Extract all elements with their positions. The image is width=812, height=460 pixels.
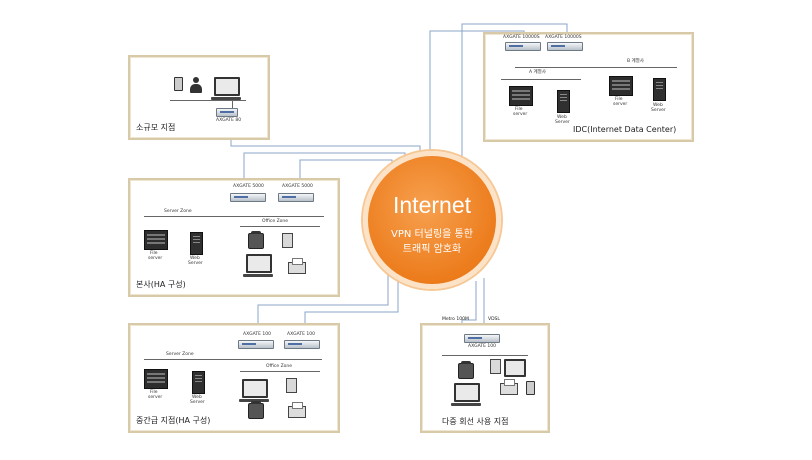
server-label: Server bbox=[188, 261, 203, 266]
server-label: Web bbox=[190, 256, 200, 261]
appliance-label: AXGATE 10000S bbox=[545, 35, 582, 40]
web-server-icon bbox=[557, 90, 570, 113]
web-server-icon bbox=[653, 78, 666, 101]
server-label: File bbox=[150, 390, 158, 395]
server-label: File bbox=[515, 107, 523, 112]
web-server-icon bbox=[192, 371, 205, 394]
link-mid-1 bbox=[257, 258, 389, 337]
site-label: IDC(Internet Data Center) bbox=[573, 125, 677, 134]
axgate-appliance-icon bbox=[284, 340, 320, 349]
site-mid-branch: AXGATE 100 AXGATE 100 Server Zone Office… bbox=[128, 323, 340, 433]
file-server-icon bbox=[144, 369, 168, 389]
lan-line bbox=[442, 355, 528, 356]
zone-label: Server Zone bbox=[166, 352, 194, 357]
phone-icon bbox=[458, 361, 474, 379]
server-label: server bbox=[513, 112, 528, 117]
desktop-icon bbox=[282, 233, 293, 248]
server-label: server bbox=[148, 256, 163, 261]
zone-line bbox=[515, 67, 677, 68]
monitor-icon bbox=[504, 359, 526, 377]
user-icon bbox=[190, 77, 202, 93]
site-label: 본사(HA 구성) bbox=[136, 280, 186, 289]
printer-icon bbox=[500, 379, 518, 395]
zone-label: Server Zone bbox=[164, 209, 192, 214]
phone-icon bbox=[248, 401, 264, 419]
desktop-icon bbox=[490, 359, 501, 374]
appliance-label: AXGATE 100 bbox=[468, 344, 496, 349]
appliance-label: AXGATE 80 bbox=[216, 118, 242, 123]
file-server-icon bbox=[609, 76, 633, 96]
web-server-icon bbox=[190, 232, 203, 255]
zone-line bbox=[501, 79, 581, 80]
zone-label: Office Zone bbox=[266, 364, 293, 369]
office-zone-line bbox=[240, 226, 320, 227]
server-label: Server bbox=[555, 120, 570, 125]
server-label: Web bbox=[557, 115, 567, 120]
internet-hub: Internet VPN 터널링을 통한 트래픽 암호화 bbox=[363, 151, 501, 289]
line-label: VDSL bbox=[488, 317, 500, 322]
link-small-branch bbox=[230, 137, 421, 160]
mobile-icon bbox=[526, 381, 535, 395]
laptop-icon bbox=[239, 379, 269, 402]
desktop-icon bbox=[286, 378, 297, 393]
zone-label: Office Zone bbox=[262, 219, 289, 224]
server-label: File bbox=[150, 251, 158, 256]
internet-subtitle-line1: VPN 터널링을 통한 bbox=[391, 229, 473, 240]
axgate-appliance-icon bbox=[464, 334, 500, 343]
phone-icon bbox=[248, 231, 264, 249]
axgate-appliance-icon bbox=[230, 193, 266, 202]
appliance-label: AXGATE 5000 bbox=[282, 184, 313, 189]
site-small-branch: AXGATE 80 소규모 지점 bbox=[128, 55, 270, 140]
axgate-appliance-icon bbox=[238, 340, 274, 349]
lan-line bbox=[170, 100, 246, 101]
laptop-icon bbox=[211, 77, 241, 100]
internet-title: Internet bbox=[393, 192, 471, 218]
server-label: server bbox=[613, 102, 628, 107]
site-headquarters: AXGATE 5000 AXGATE 5000 Server Zone Offi… bbox=[128, 178, 340, 297]
file-server-icon bbox=[509, 86, 533, 106]
laptop-icon bbox=[451, 383, 481, 406]
mobile-icon bbox=[174, 77, 183, 91]
file-server-icon bbox=[144, 230, 168, 250]
server-label: Web bbox=[653, 103, 663, 108]
laptop-icon bbox=[243, 254, 273, 277]
server-label: Web bbox=[192, 395, 202, 400]
zone-label: B 계열사 bbox=[627, 59, 644, 64]
axgate-appliance-icon bbox=[547, 42, 583, 51]
printer-icon bbox=[288, 402, 306, 418]
internet-subtitle-line2: 트래픽 암호화 bbox=[402, 244, 462, 255]
zone-label: A 계열사 bbox=[529, 70, 546, 75]
appliance-label: AXGATE 100 bbox=[243, 332, 271, 337]
link-idc-2 bbox=[461, 23, 568, 170]
site-multi-line-branch: Metro 100M VDSL AXGATE 100 다중 회선 사용 지점 bbox=[420, 317, 550, 433]
server-label: server bbox=[148, 395, 163, 400]
axgate-appliance-icon bbox=[505, 42, 541, 51]
server-label: File bbox=[615, 97, 623, 102]
office-zone-line bbox=[240, 371, 320, 372]
server-label: Server bbox=[651, 108, 666, 113]
axgate-appliance-icon bbox=[216, 108, 238, 117]
server-zone-line bbox=[144, 359, 322, 360]
site-label: 다중 회선 사용 지점 bbox=[442, 417, 509, 426]
site-label: 중간급 지점(HA 구성) bbox=[136, 416, 211, 425]
site-idc: AXGATE 10000S AXGATE 10000S B 계열사 A 계열사 … bbox=[483, 32, 694, 142]
line-label: Metro 100M bbox=[442, 317, 469, 322]
site-label: 소규모 지점 bbox=[136, 123, 176, 132]
appliance-label: AXGATE 5000 bbox=[233, 184, 264, 189]
server-label: Server bbox=[190, 400, 205, 405]
server-zone-line bbox=[144, 216, 324, 217]
printer-icon bbox=[288, 258, 306, 274]
appliance-label: AXGATE 10000S bbox=[503, 35, 540, 40]
appliance-label: AXGATE 100 bbox=[287, 332, 315, 337]
axgate-appliance-icon bbox=[278, 193, 314, 202]
